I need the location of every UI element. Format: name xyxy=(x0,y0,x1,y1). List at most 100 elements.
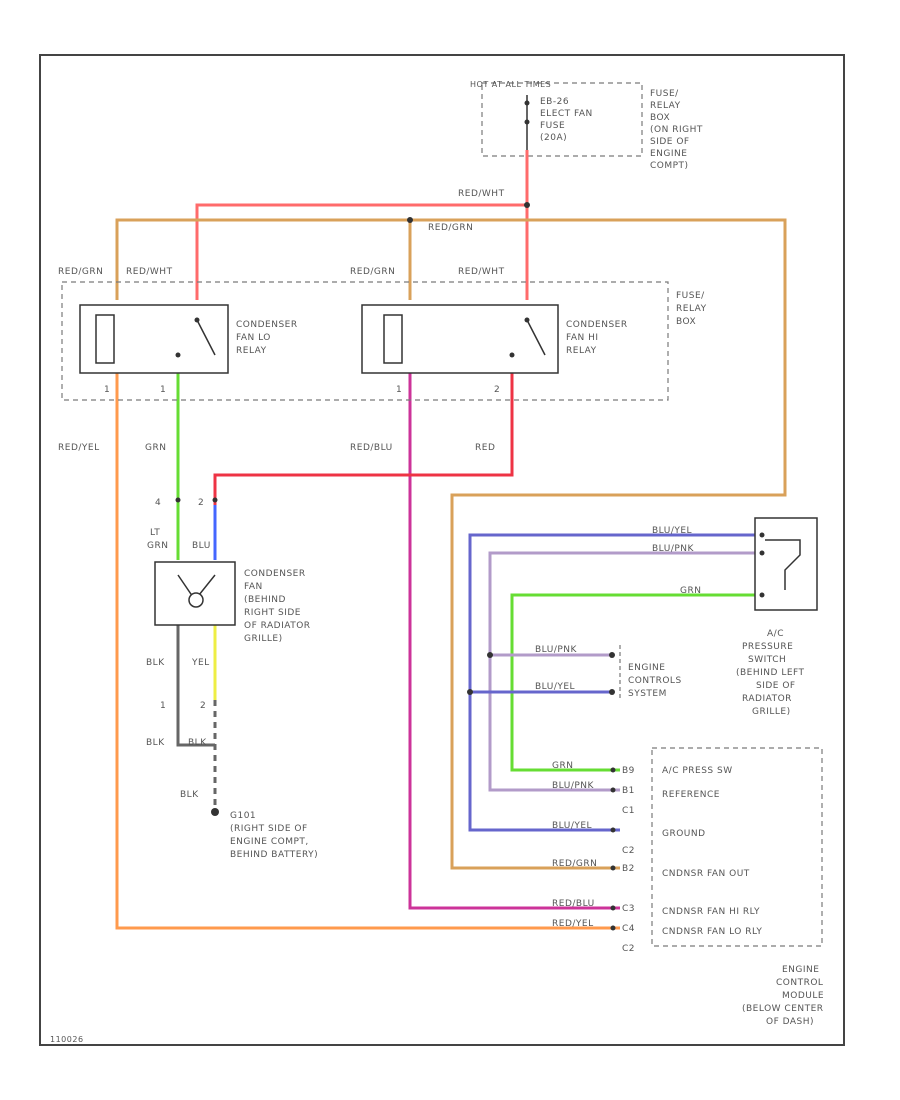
relay-lo-wire-b: RED/WHT xyxy=(126,267,173,277)
ac-wire-a: BLU/YEL xyxy=(652,526,692,536)
fuse-box-label-3: BOX xyxy=(650,113,670,123)
wire-blu-yel xyxy=(468,533,755,832)
ecm-pin-label: B9 xyxy=(622,766,635,776)
ac-pressure-switch: BLU/YEL BLU/PNK GRN A/C PRESSURE SWITCH … xyxy=(652,517,818,717)
relay-lo-label-2: FAN LO xyxy=(236,333,271,343)
ecm-pin-label: C4 xyxy=(622,924,635,934)
ac-label-6: RADIATOR xyxy=(742,694,792,704)
ecm-label-4: (BELOW CENTER xyxy=(742,1004,824,1014)
ecm-function-label: A/C PRESS SW xyxy=(662,766,733,776)
wire-label-grn: GRN xyxy=(145,443,166,453)
ecm-pin-label: C1 xyxy=(622,806,635,816)
ecm-pin-node xyxy=(610,827,616,833)
ecm-wire-label: RED/GRN xyxy=(552,859,597,869)
ecm-pin-node xyxy=(610,925,616,931)
relay-box-label-1: FUSE/ xyxy=(676,291,705,301)
relay-lo-pin-a: 1 xyxy=(104,385,110,395)
ecm-label-5: OF DASH) xyxy=(766,1017,814,1027)
fuse-box-label-4: (ON RIGHT xyxy=(650,125,703,135)
relay-hi-label-2: FAN HI xyxy=(566,333,599,343)
hot-at-all-times-label: HOT AT ALL TIMES xyxy=(470,80,551,89)
wire-red-yel xyxy=(115,368,620,930)
engine-controls-system: BLU/PNK BLU/YEL ENGINE CONTROLS SYSTEM xyxy=(535,645,682,700)
diagram-frame xyxy=(39,54,845,1046)
ac-label-5: SIDE OF xyxy=(756,681,796,691)
ecm-function-label: REFERENCE xyxy=(662,790,720,800)
ecm-function-label: CNDNSR FAN OUT xyxy=(662,869,750,879)
ecm-wire-label: RED/YEL xyxy=(552,919,594,929)
ground-label-2: (RIGHT SIDE OF xyxy=(230,824,308,834)
ac-wire-b: BLU/PNK xyxy=(652,544,695,554)
ac-label-1: A/C xyxy=(767,629,784,639)
fan-label-4: RIGHT SIDE xyxy=(244,608,301,618)
fan-conn-pin-1: 1 xyxy=(160,701,166,711)
relay-lo-label-1: CONDENSER xyxy=(236,320,298,330)
fan-wire-blk-2: BLK xyxy=(146,738,165,748)
wire-label-red-grn-top: RED/GRN xyxy=(428,223,473,233)
wire-label-red: RED xyxy=(475,443,495,453)
relay-box: FUSE/ RELAY BOX xyxy=(61,281,707,401)
ecm-function-label: GROUND xyxy=(662,829,706,839)
fan-wire-lt: LT xyxy=(150,528,160,538)
relay-lo-label-3: RELAY xyxy=(236,346,267,356)
ecs-label-2: CONTROLS xyxy=(628,676,682,686)
ecm-pin-node xyxy=(610,767,616,773)
relay-lo-pin-b: 1 xyxy=(160,385,166,395)
ecm-label-2: CONTROL xyxy=(776,978,823,988)
fan-label-2: FAN xyxy=(244,582,263,592)
ecs-wire-a: BLU/PNK xyxy=(535,645,578,655)
relay-box-label-3: BOX xyxy=(676,317,696,327)
ecm-pin-node xyxy=(610,865,616,871)
condenser-fan-motor: 4 2 LT GRN BLU CONDENSER FAN (BEHIND RIG… xyxy=(146,497,311,800)
ecm-label-1: ENGINE xyxy=(782,965,819,975)
ecm-wire-label: GRN xyxy=(552,761,573,771)
ecm-label-3: MODULE xyxy=(782,991,824,1001)
wire-red xyxy=(213,368,514,505)
wire-grn-ac xyxy=(510,593,755,772)
ecm-pin-label: C2 xyxy=(622,846,635,856)
fuse-label-1: EB-26 xyxy=(540,97,569,107)
fuse-box: HOT AT ALL TIMES EB-26 ELECT FAN FUSE (2… xyxy=(470,80,703,171)
ecm-wire-label: RED/BLU xyxy=(552,899,595,909)
ground-label-3: ENGINE COMPT, xyxy=(230,837,309,847)
relay-hi-pin-b: 2 xyxy=(494,385,500,395)
ecm-pin-node xyxy=(610,905,616,911)
wire-blk-fan xyxy=(176,625,215,747)
fan-conn-pin-2: 2 xyxy=(200,701,206,711)
fan-label-5: OF RADIATOR xyxy=(244,621,311,631)
fuse-box-label-6: ENGINE xyxy=(650,149,687,159)
wire-red-blu xyxy=(408,368,620,910)
relay-lo-wire-a: RED/GRN xyxy=(58,267,103,277)
fan-wire-blk: BLK xyxy=(146,658,165,668)
wire-red-grn xyxy=(115,218,787,870)
fan-label-1: CONDENSER xyxy=(244,569,306,579)
fuse-box-label-2: RELAY xyxy=(650,101,681,111)
ecm-wire-label: BLU/YEL xyxy=(552,821,592,831)
wire-label-red-yel: RED/YEL xyxy=(58,443,100,453)
fan-wire-blk-3: BLK xyxy=(188,738,207,748)
wire-label-red-wht-top: RED/WHT xyxy=(458,189,505,199)
ground-g101: G101 (RIGHT SIDE OF ENGINE COMPT, BEHIND… xyxy=(211,808,318,860)
fuse-label-4: (20A) xyxy=(540,133,567,143)
ecm-wire-label: BLU/PNK xyxy=(552,781,595,791)
wire-red-wht xyxy=(195,150,529,300)
fan-wire-blk-4: BLK xyxy=(180,790,199,800)
ecm-pin-label: C2 xyxy=(622,944,635,954)
ac-label-3: SWITCH xyxy=(748,655,786,665)
ground-label-4: BEHIND BATTERY) xyxy=(230,850,318,860)
fuse-box-label-5: SIDE OF xyxy=(650,137,690,147)
fuse-label-3: FUSE xyxy=(540,121,565,131)
fan-wire-yel: YEL xyxy=(191,658,210,668)
wire-blu-pnk xyxy=(488,551,755,792)
relay-box-label-2: RELAY xyxy=(676,304,707,314)
fan-label-6: GRILLE) xyxy=(244,634,283,644)
relay-hi-label-3: RELAY xyxy=(566,346,597,356)
fuse-label-2: ELECT FAN xyxy=(540,109,593,119)
relay-hi-wire-b: RED/WHT xyxy=(458,267,505,277)
relay-hi-pin-a: 1 xyxy=(396,385,402,395)
ac-wire-c: GRN xyxy=(680,586,701,596)
relay-hi-label-1: CONDENSER xyxy=(566,320,628,330)
ground-icon xyxy=(211,808,219,816)
